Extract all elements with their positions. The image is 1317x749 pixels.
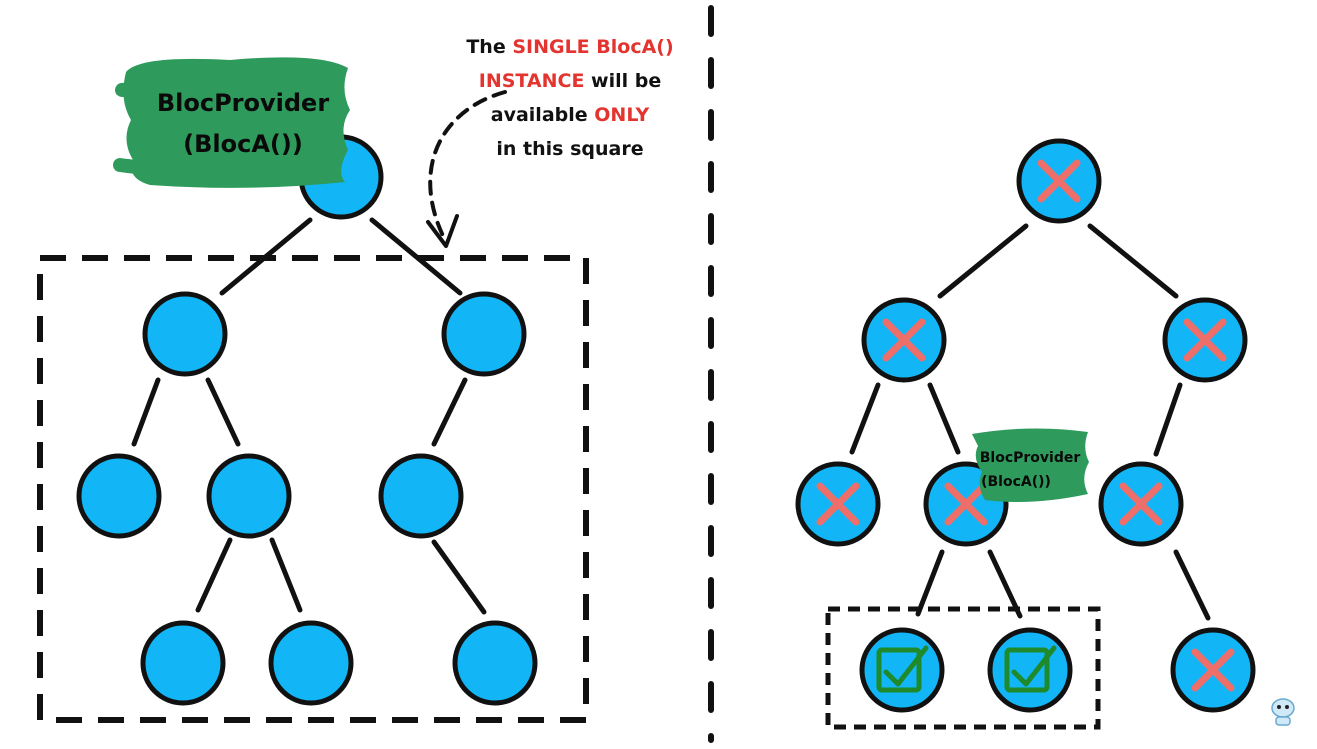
tree-node: [859, 627, 945, 713]
cross-icon: [944, 482, 988, 526]
pointer-arrow: [428, 90, 507, 242]
cross-icon: [1119, 482, 1163, 526]
note-text: available: [490, 104, 595, 126]
tree-node: [142, 291, 228, 377]
note-text: in this square: [496, 138, 644, 160]
bloc-provider-label-left: BlocProvider (BlocA()): [113, 57, 350, 188]
note-text: will be: [584, 70, 662, 92]
tree-node: [268, 620, 354, 706]
tree-node: [140, 620, 226, 706]
scope-square-right: [825, 606, 1101, 730]
provider-argument: (BlocA()): [981, 474, 1051, 490]
cross-icon: [1191, 648, 1235, 692]
cross-icon: [1183, 318, 1227, 362]
provider-title: BlocProvider: [157, 89, 329, 117]
note-text: The: [466, 36, 513, 58]
left-tree-edges: [131, 217, 487, 615]
tree-node: [987, 627, 1073, 713]
tree-node: [76, 453, 162, 539]
bloc-provider-label-right: BlocProvider (BlocA()): [972, 428, 1089, 502]
tree-node: [441, 291, 527, 377]
checkbox-check-icon: [876, 645, 929, 693]
tree-node: [378, 453, 464, 539]
provider-title: BlocProvider: [980, 450, 1081, 466]
right-tree-edges: [849, 223, 1211, 621]
cross-icon: [882, 318, 926, 362]
note-highlight: INSTANCE: [478, 70, 585, 92]
provider-argument: (BlocA()): [183, 130, 303, 158]
cross-icon: [816, 482, 860, 526]
tree-node: [206, 453, 292, 539]
cross-icons: [816, 159, 1235, 692]
note-highlight: SINGLE BlocA(): [512, 36, 674, 58]
tree-node: [452, 620, 538, 706]
checkbox-check-icon: [1004, 645, 1057, 693]
arrow-head: [426, 214, 459, 248]
scope-note: The SINGLE BlocA() INSTANCE will be avai…: [455, 30, 685, 166]
scope-square-left: [37, 255, 589, 723]
mascot-icon: [1271, 698, 1295, 726]
cross-icon: [1037, 159, 1081, 203]
note-highlight: ONLY: [594, 104, 650, 126]
